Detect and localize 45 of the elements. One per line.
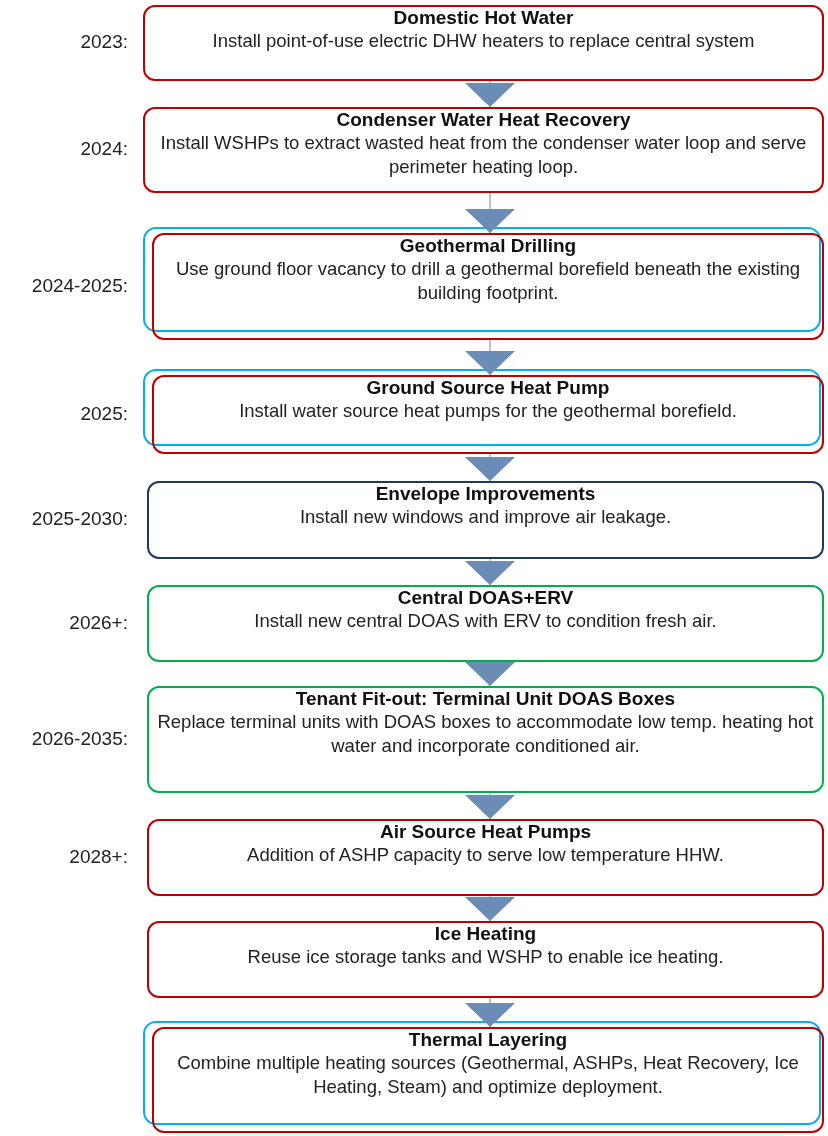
step-box bbox=[152, 375, 824, 454]
year-label: 2025-2030: bbox=[30, 508, 128, 530]
step-title: Envelope Improvements bbox=[375, 483, 596, 505]
step-description: Reuse ice storage tanks and WSHP to enable ice heating. bbox=[247, 945, 724, 969]
step-title: Thermal Layering bbox=[408, 1029, 568, 1051]
step-description: Use ground floor vacancy to drill a geothermal borefield beneath the existing building footprint. bbox=[174, 257, 802, 305]
arrow bbox=[465, 192, 515, 234]
step-box bbox=[143, 5, 824, 81]
step-box bbox=[147, 921, 824, 998]
step-title: Ground Source Heat Pump bbox=[366, 377, 610, 399]
year-label: 2028+: bbox=[68, 845, 128, 868]
year-label: 2026+: bbox=[68, 611, 128, 634]
arrow bbox=[465, 997, 515, 1028]
step-box bbox=[147, 686, 824, 793]
step-title: Condenser Water Heat Recovery bbox=[336, 109, 631, 131]
step-box bbox=[147, 819, 824, 896]
step-description: Install water source heat pumps for the geothermal borefield. bbox=[239, 399, 737, 423]
year-label: 2024-2025: bbox=[30, 274, 128, 297]
arrow bbox=[465, 558, 515, 586]
step-description: Combine multiple heating sources (Geothermal, ASHPs, Heat Recovery, Ice Heating, Steam) and optimize deployment. bbox=[176, 1051, 800, 1099]
step-description: Install point-of-use electric DHW heaters to replace central system bbox=[212, 29, 755, 53]
step-description: Install new windows and improve air leakage. bbox=[299, 505, 672, 529]
arrow bbox=[465, 453, 515, 482]
year-label: 2026-2035: bbox=[30, 727, 128, 750]
arrow bbox=[465, 80, 515, 108]
step-title: Ice Heating bbox=[434, 923, 537, 945]
step-title: Central DOAS+ERV bbox=[397, 587, 574, 609]
arrow bbox=[465, 792, 515, 820]
step-box bbox=[147, 585, 824, 662]
step-description: Replace terminal units with DOAS boxes to accommodate low temp. heating hot water and incorporate conditioned air. bbox=[157, 710, 814, 758]
year-label: 2024: bbox=[79, 138, 128, 160]
step-title: Tenant Fit-out: Terminal Unit DOAS Boxes bbox=[295, 688, 676, 710]
step-box bbox=[143, 107, 824, 193]
step-description: Install WSHPs to extract wasted heat from the condenser water loop and serve perimeter heating loop. bbox=[159, 131, 808, 179]
step-box bbox=[147, 481, 824, 559]
year-label: 2023: bbox=[79, 31, 128, 53]
arrow bbox=[465, 339, 515, 376]
step-title: Domestic Hot Water bbox=[393, 7, 574, 29]
arrow bbox=[465, 661, 515, 687]
arrow bbox=[465, 895, 515, 922]
step-title: Air Source Heat Pumps bbox=[379, 821, 592, 843]
step-description: Addition of ASHP capacity to serve low temperature HHW. bbox=[247, 843, 724, 867]
step-title: Geothermal Drilling bbox=[399, 235, 577, 257]
step-description: Install new central DOAS with ERV to condition fresh air. bbox=[254, 609, 717, 633]
year-label: 2025: bbox=[79, 402, 128, 425]
